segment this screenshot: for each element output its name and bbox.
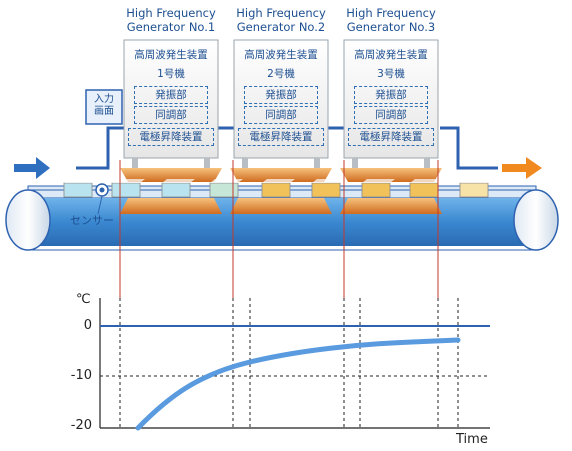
food-block [409,182,439,198]
generator-3 [340,39,442,214]
food-block-top [64,179,97,183]
lower-electrode [340,198,442,214]
electrode-lift-section: 電極昇降装置 [348,128,434,146]
input-arrow-icon [14,157,50,179]
upper-electrode [120,168,222,182]
oscillator-section: 発振部 [134,86,208,104]
generator-body [123,39,219,159]
generator-2-unit-label: 2号機 [267,68,295,80]
generator-3-japanese-title: 高周波発生装置 [354,49,428,61]
sensor-label: センサー [70,214,114,227]
food-block [161,182,191,198]
input-screen-box [85,89,123,125]
generator-2-japanese-title: 高周波発生装置 [244,49,318,61]
generator-1-english-title: High Frequency Generator No.1 [126,6,216,34]
food-block-top [262,179,295,183]
temperature-graph [99,298,490,431]
food-block [459,182,489,198]
food-block [311,182,341,198]
oscillator-section: 発振部 [354,86,428,104]
y-unit-label: ℃ [76,292,91,307]
generator-body [343,39,439,159]
generator-foot [204,158,210,168]
control-line-out [440,126,498,170]
food-blocks [63,179,493,198]
upper-electrode [230,168,332,182]
generator-2 [230,39,332,214]
food-block-top [112,179,145,183]
temperature-curve [135,337,461,431]
control-line [76,126,124,170]
sensor-icon [95,183,109,215]
food-block [111,182,141,198]
generator-1-unit-label: 1号機 [157,68,185,80]
generator-3-english-title: High Frequency Generator No.3 [346,6,436,34]
food-block-top [162,179,195,183]
output-arrow-icon [502,157,542,179]
generator-3-unit-label: 3号機 [377,68,405,80]
y-tick-minus20: -20 [70,418,92,433]
generator-body [233,39,329,159]
food-block-top [410,179,443,183]
food-block [361,182,391,198]
electrode-lift-section: 電極昇降装置 [238,128,324,146]
oscillator-section: 発振部 [244,86,318,104]
food-block [261,182,291,198]
tuning-section: 同調部 [244,106,318,124]
generator-foot [132,158,138,168]
food-block-top [312,179,345,183]
input-screen-label: 入力 画面 [94,94,114,117]
generator-2-english-title: High Frequency Generator No.2 [236,6,326,34]
tuning-section: 同調部 [134,106,208,124]
generator-foot [424,158,430,168]
electrode-lift-section: 電極昇降装置 [128,128,214,146]
y-tick-0: 0 [83,318,92,333]
generator-1-japanese-title: 高周波発生装置 [134,49,208,61]
food-block [209,182,239,198]
food-block-top [460,179,493,183]
generator-foot [352,158,358,168]
upper-electrode [340,168,442,182]
food-block-top [210,179,243,183]
lower-electrode [230,198,332,214]
food-block [63,182,93,198]
generator-foot [314,158,320,168]
lower-electrode [120,198,222,214]
stage-boundary-lines [119,160,439,298]
food-block-top [362,179,395,183]
generator-1 [120,39,222,214]
generator-foot [242,158,248,168]
tuning-section: 同調部 [354,106,428,124]
y-tick-minus10: -10 [70,368,92,383]
x-axis-label: Time [456,432,488,447]
